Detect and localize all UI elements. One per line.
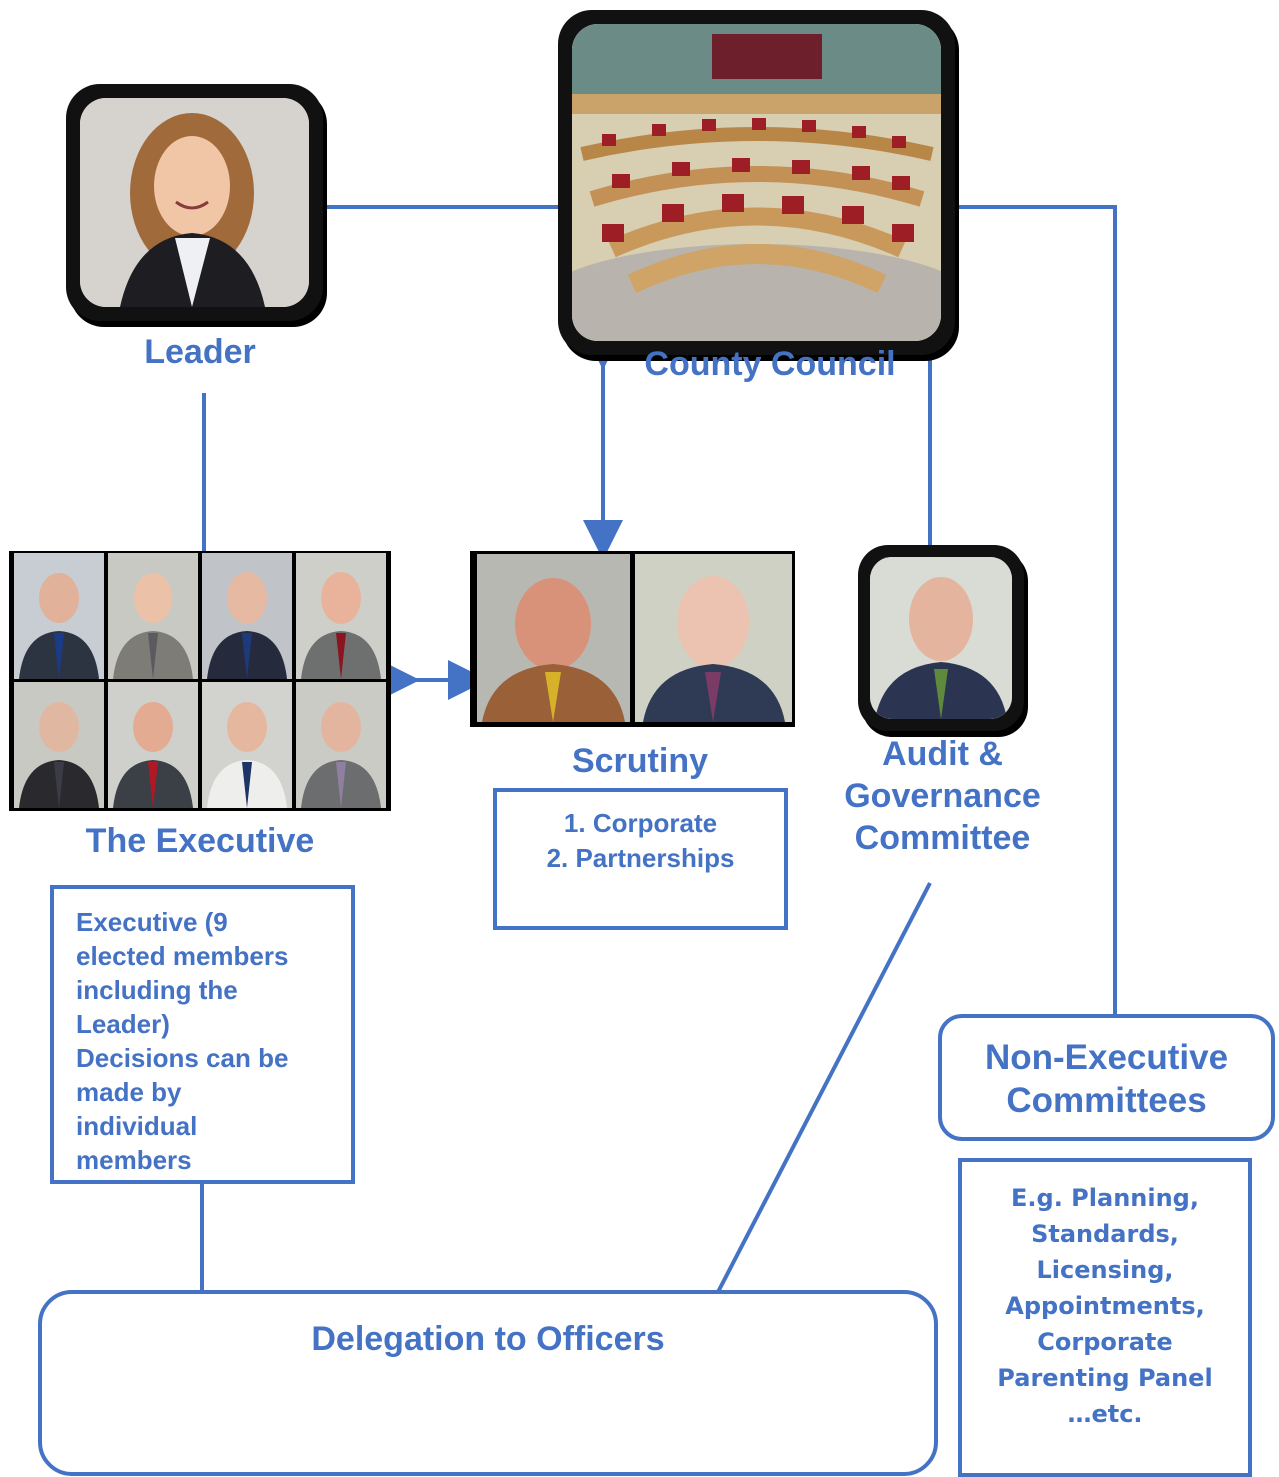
executive-line: elected members xyxy=(76,941,289,971)
executive-member-photo xyxy=(296,553,386,679)
audit-committee-label: Audit & Governance Committee xyxy=(810,733,1075,859)
audit-committee-photo xyxy=(858,545,1024,731)
audit-label-line: Committee xyxy=(854,819,1031,857)
example-line: Licensing, xyxy=(1036,1256,1174,1284)
delegation-to-officers-box: Delegation to Officers xyxy=(38,1290,938,1476)
non-executive-label-line: Non-Executive xyxy=(984,1038,1229,1077)
non-executive-examples-text: E.g. Planning, Standards, Licensing, App… xyxy=(962,1180,1248,1432)
county-council-photo xyxy=(558,10,955,355)
county-council-label: County Council xyxy=(644,345,896,383)
example-line: Parenting Panel xyxy=(997,1364,1213,1392)
executive-description-text: Executive (9 elected members including t… xyxy=(76,905,288,1177)
delegation-label: Delegation to Officers xyxy=(311,1320,665,1358)
example-line: Corporate xyxy=(1037,1328,1173,1356)
non-executive-committees-box: Non-Executive Committees xyxy=(938,1014,1275,1141)
audit-label-line: Governance xyxy=(844,777,1041,815)
non-executive-label-line: Committees xyxy=(1006,1081,1207,1120)
non-executive-title: Non-Executive Committees xyxy=(942,1036,1271,1122)
executive-description-box: Executive (9 elected members including t… xyxy=(50,885,355,1184)
scrutiny-item: 2. Partnerships xyxy=(546,843,735,873)
scrutiny-member-photo xyxy=(635,554,792,722)
executive-member-photo xyxy=(202,553,292,679)
executive-line: individual xyxy=(76,1111,198,1141)
example-line: E.g. Planning, xyxy=(1011,1184,1199,1212)
executive-line: including the xyxy=(76,975,238,1005)
executive-member-photo xyxy=(14,682,104,808)
council-chamber-image xyxy=(572,24,941,341)
scrutiny-items-box: 1. Corporate 2. Partnerships xyxy=(493,788,788,930)
executive-member-photo xyxy=(14,553,104,679)
executive-line: members xyxy=(76,1145,192,1175)
line-audit-delegation xyxy=(716,882,932,1293)
scrutiny-label: Scrutiny xyxy=(571,742,709,780)
scrutiny-photos xyxy=(470,551,795,727)
executive-member-photo xyxy=(296,682,386,808)
leader-photo xyxy=(66,84,323,321)
scrutiny-item: 1. Corporate xyxy=(563,808,718,838)
executive-member-photo xyxy=(108,553,198,679)
executive-line: Executive (9 xyxy=(76,907,228,937)
leader-portrait-image xyxy=(80,98,309,307)
leader-label: Leader xyxy=(144,333,256,371)
line-council-nonexec xyxy=(955,205,1117,1016)
example-line: …etc. xyxy=(1067,1400,1143,1428)
executive-photo-grid xyxy=(9,551,391,811)
executive-line: Decisions can be xyxy=(76,1043,289,1073)
scrutiny-member-photo xyxy=(477,554,630,722)
scrutiny-items-text: 1. Corporate 2. Partnerships xyxy=(497,806,784,876)
example-line: Standards, xyxy=(1031,1220,1179,1248)
non-executive-examples-box: E.g. Planning, Standards, Licensing, App… xyxy=(958,1158,1252,1477)
executive-label: The Executive xyxy=(85,822,315,860)
executive-member-photo xyxy=(202,682,292,808)
executive-line: made by xyxy=(76,1077,182,1107)
executive-line: Leader) xyxy=(76,1009,170,1039)
audit-label-line: Audit & xyxy=(882,735,1003,773)
audit-member-portrait xyxy=(870,557,1012,719)
executive-member-photo xyxy=(108,682,198,808)
example-line: Appointments, xyxy=(1005,1292,1205,1320)
